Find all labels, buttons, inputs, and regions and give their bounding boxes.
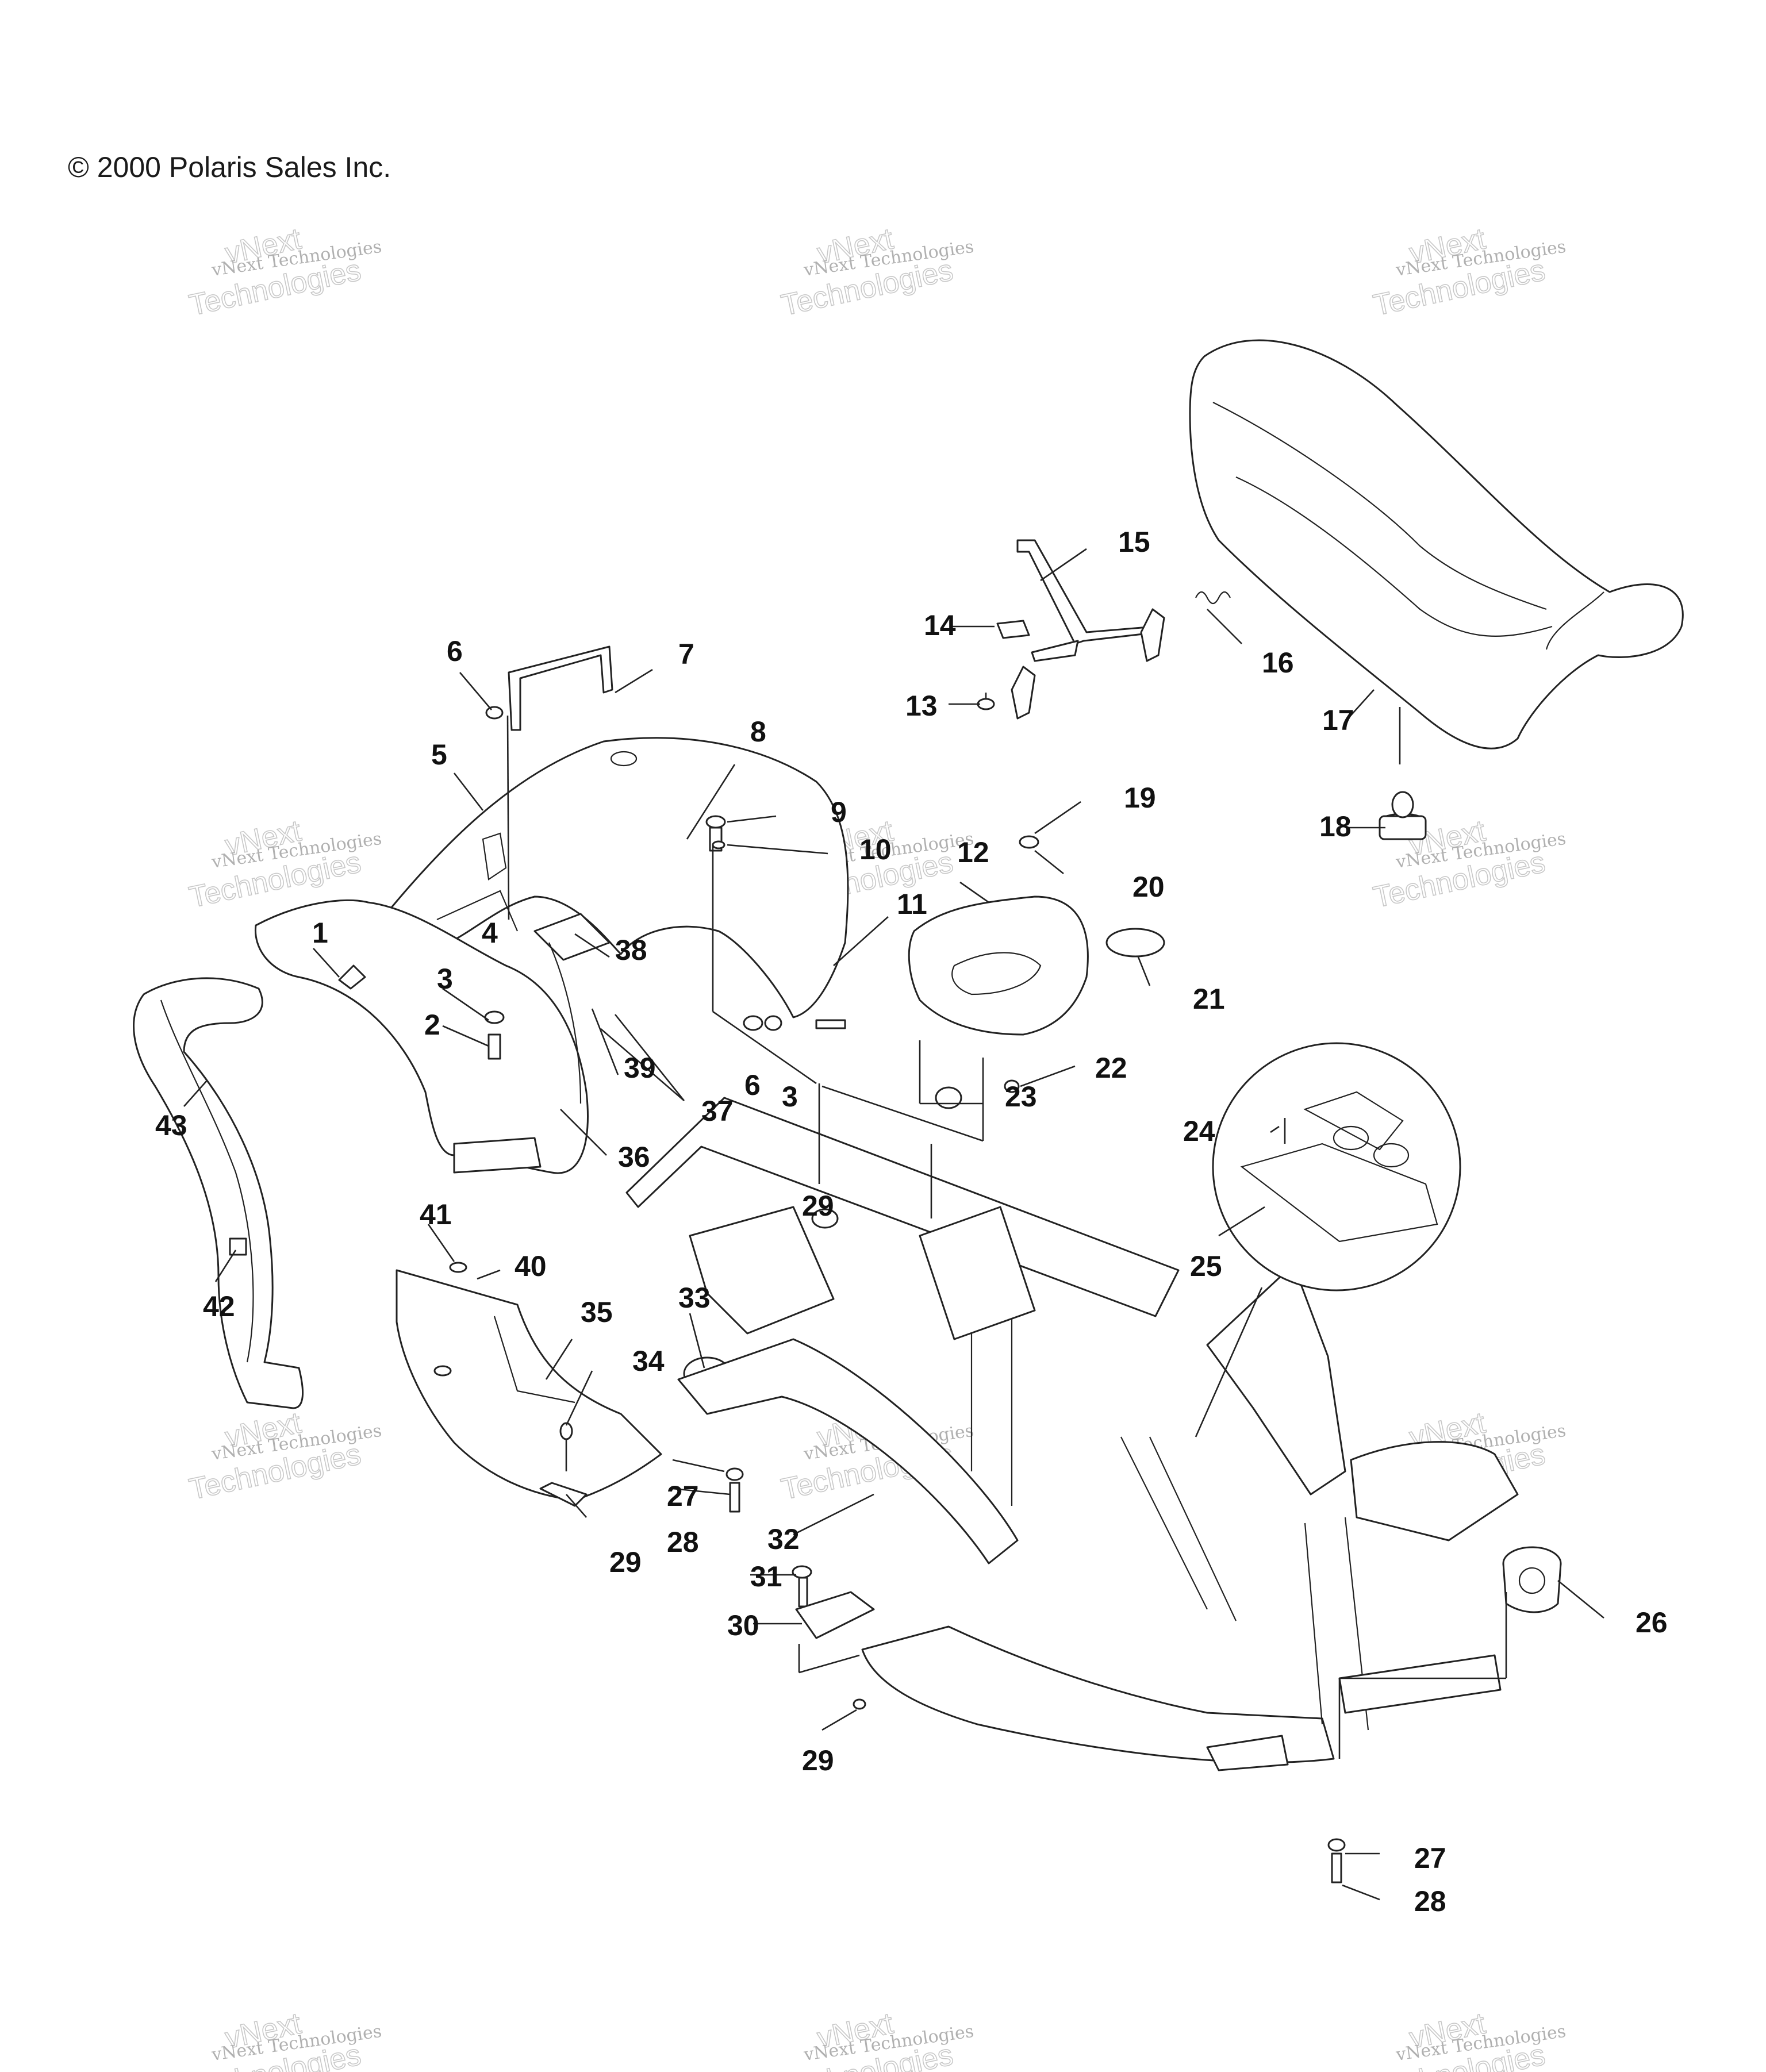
callout-31: 31 (750, 1560, 782, 1593)
callout-20: 20 (1132, 871, 1165, 903)
callout-32: 32 (767, 1523, 800, 1555)
callout-35: 35 (581, 1296, 613, 1328)
callout-28: 28 (1414, 1885, 1446, 1917)
callout-9: 9 (831, 796, 847, 828)
callout-29: 29 (802, 1190, 834, 1222)
callout-36: 36 (618, 1141, 650, 1173)
frame-part (625, 1097, 1519, 1771)
callout-1: 1 (312, 917, 328, 949)
callout-29: 29 (609, 1546, 642, 1578)
seat-part (1189, 339, 1684, 840)
mudflap-part (396, 1269, 662, 1507)
callout-6: 6 (447, 635, 463, 667)
callout-3: 3 (437, 963, 453, 995)
storage-detail-part (1212, 1042, 1461, 1291)
callout-30: 30 (727, 1609, 759, 1642)
callout-24: 24 (1183, 1115, 1215, 1147)
callout-13: 13 (905, 690, 938, 722)
callout-25: 25 (1190, 1250, 1222, 1282)
callout-11: 11 (897, 888, 927, 920)
callout-4: 4 (482, 917, 498, 949)
side-panel-part (254, 899, 589, 1174)
callout-19: 19 (1124, 782, 1156, 814)
rear-fender-part (390, 645, 849, 1018)
callout-15: 15 (1118, 526, 1150, 558)
callout-28: 28 (667, 1526, 699, 1558)
callout-22: 22 (1095, 1052, 1127, 1084)
callout-16: 16 (1262, 647, 1294, 679)
callout-29: 29 (802, 1744, 834, 1777)
callout-40: 40 (515, 1250, 547, 1282)
callout-18: 18 (1319, 810, 1352, 843)
callout-labels: 1233456678910111213141516171819202122232… (155, 526, 1668, 1917)
callout-34: 34 (632, 1345, 665, 1377)
callout-2: 2 (424, 1009, 440, 1041)
callout-17: 17 (1322, 704, 1354, 736)
callout-38: 38 (615, 934, 647, 966)
callout-12: 12 (957, 836, 989, 868)
callout-27: 27 (667, 1480, 699, 1512)
callout-41: 41 (420, 1198, 452, 1231)
hardware-parts (229, 815, 1346, 1883)
callout-14: 14 (924, 609, 956, 641)
callout-23: 23 (1005, 1081, 1037, 1113)
callout-42: 42 (203, 1290, 235, 1323)
callout-26: 26 (1636, 1606, 1668, 1639)
callout-37: 37 (701, 1095, 734, 1127)
callout-39: 39 (624, 1052, 656, 1084)
cup-holder-part (1502, 1546, 1562, 1613)
callout-33: 33 (678, 1282, 711, 1314)
callout-7: 7 (678, 638, 694, 670)
leader-lines (183, 548, 1604, 1901)
callout-10: 10 (859, 833, 892, 866)
callout-27: 27 (1414, 1842, 1446, 1874)
seat-latch-part (977, 539, 1231, 720)
callout-3: 3 (782, 1081, 798, 1113)
fender-flare-part (133, 977, 304, 1409)
callout-6: 6 (744, 1069, 761, 1101)
callout-8: 8 (750, 716, 766, 748)
callout-21: 21 (1193, 983, 1225, 1015)
copyright-notice: © 2000 Polaris Sales Inc. (68, 151, 391, 183)
callout-43: 43 (155, 1109, 187, 1141)
callout-5: 5 (431, 739, 447, 771)
